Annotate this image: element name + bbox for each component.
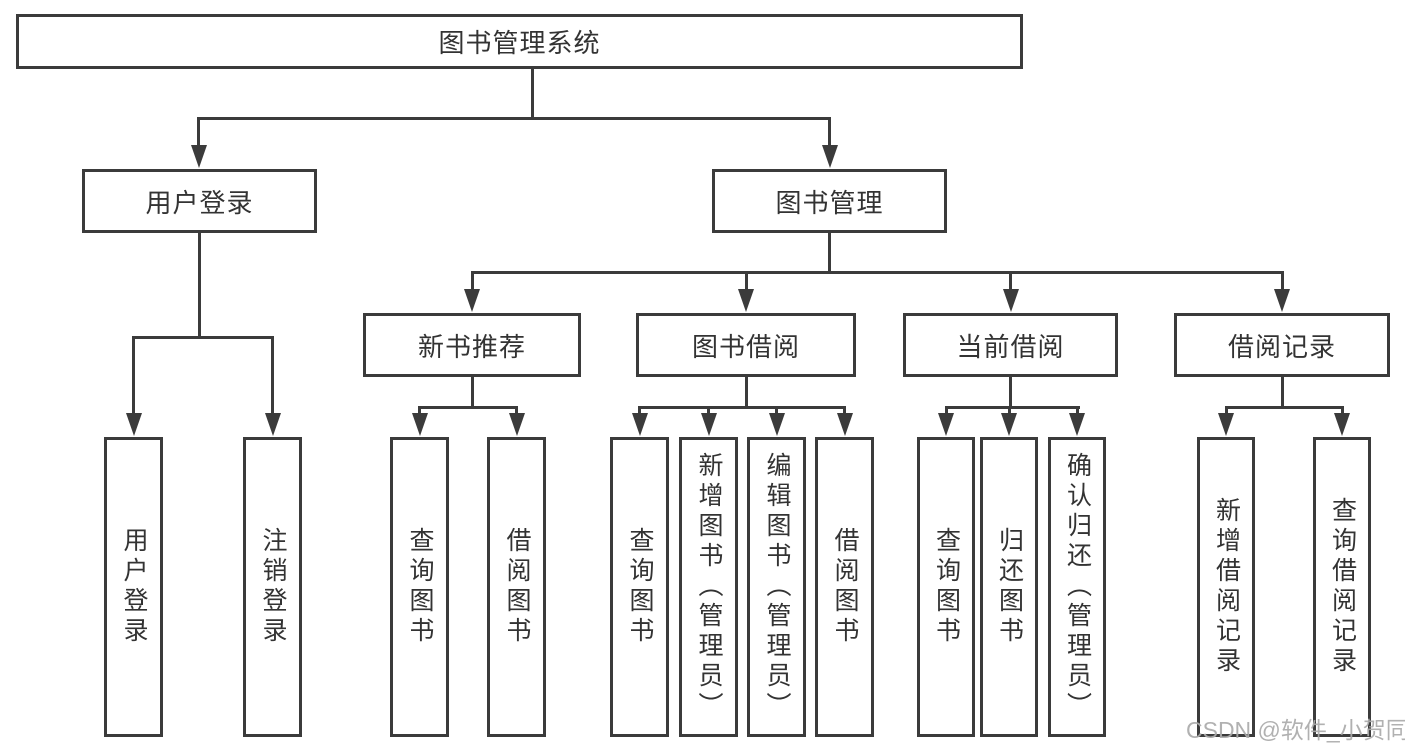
leaf-user-login: 用户登录 [104, 437, 163, 737]
arrow-leaf [944, 406, 948, 413]
arrow-to-borrow-records [1280, 271, 1284, 289]
connector-borrow-records-rail [1224, 406, 1344, 409]
leaf-confirm-return-admin: 确认归还（管理员） [1048, 437, 1106, 737]
leaf-label: 查询图书 [626, 527, 654, 647]
leaf-return-books: 归还图书 [980, 437, 1038, 737]
arrow-leaf [418, 406, 421, 413]
leaf-query-books: 查询图书 [917, 437, 975, 737]
leaf-label: 确认归还（管理员） [1063, 452, 1092, 722]
leaf-edit-book-admin: 编辑图书（管理员） [747, 437, 806, 737]
arrow-leaf [1340, 406, 1344, 413]
leaf-borrow-books: 借阅图书 [815, 437, 874, 737]
leaf-label: 归还图书 [995, 527, 1024, 647]
connector-book-mgmt-stem [828, 233, 831, 274]
node-book-borrow: 图书借阅 [636, 313, 856, 377]
connector-root-rail [197, 117, 831, 120]
leaf-borrow-books: 借阅图书 [487, 437, 546, 737]
arrow-to-new-book [470, 271, 474, 289]
leaf-query-books: 查询图书 [610, 437, 669, 737]
leaf-query-borrow-record: 查询借阅记录 [1313, 437, 1371, 737]
arrow-leaf [843, 406, 846, 413]
arrow-to-leaf-logout [271, 336, 274, 413]
node-user-login: 用户登录 [82, 169, 317, 233]
leaf-add-borrow-record: 新增借阅记录 [1197, 437, 1255, 737]
arrow-leaf [707, 406, 710, 413]
connector-new-book-rail [418, 406, 518, 409]
arrow-leaf [515, 406, 518, 413]
leaf-label: 编辑图书（管理员） [763, 452, 791, 722]
arrow-leaf [1224, 406, 1228, 413]
arrow-leaf [638, 406, 641, 413]
leaf-label: 查询图书 [932, 527, 961, 647]
leaf-logout: 注销登录 [243, 437, 302, 737]
arrow-leaf [775, 406, 778, 413]
leaf-label: 查询借阅记录 [1328, 497, 1357, 677]
arrow-to-book-borrow [744, 271, 748, 289]
leaf-label: 新增图书（管理员） [695, 452, 723, 722]
csdn-watermark: CSDN @软件_小贺同学 [1186, 717, 1405, 743]
arrow-leaf [1075, 406, 1079, 413]
leaf-label: 借阅图书 [831, 527, 859, 647]
node-book-management: 图书管理 [712, 169, 947, 233]
connector-book-borrow-stem [744, 377, 748, 409]
arrow-to-leaf-user-login [132, 336, 135, 413]
connector-book-borrow-rail [638, 406, 846, 409]
node-borrow-records: 借阅记录 [1174, 313, 1390, 377]
leaf-query-books: 查询图书 [390, 437, 449, 737]
connector-new-book-stem [470, 377, 474, 409]
leaf-label: 注销登录 [259, 527, 287, 647]
connector-book-mgmt-rail [470, 271, 1284, 274]
leaf-label: 新增借阅记录 [1212, 497, 1241, 677]
arrow-to-current-borrow [1009, 271, 1012, 289]
arrow-leaf [1007, 406, 1011, 413]
leaf-add-book-admin: 新增图书（管理员） [679, 437, 738, 737]
node-current-borrow: 当前借阅 [903, 313, 1118, 377]
connector-user-login-stem [198, 233, 201, 339]
connector-user-login-rail [132, 336, 274, 339]
node-library-management-system: 图书管理系统 [16, 14, 1023, 69]
arrow-to-user-login [197, 117, 200, 145]
connector-current-borrow-stem [1009, 377, 1012, 409]
node-new-book-recommend: 新书推荐 [363, 313, 581, 377]
connector-root-stem [530, 69, 534, 120]
connector-borrow-records-stem [1280, 377, 1284, 409]
leaf-label: 用户登录 [120, 527, 148, 647]
connector-current-borrow-rail [944, 406, 1080, 409]
leaf-label: 借阅图书 [503, 527, 531, 647]
leaf-label: 查询图书 [406, 527, 434, 647]
arrow-to-book-management [828, 117, 831, 145]
